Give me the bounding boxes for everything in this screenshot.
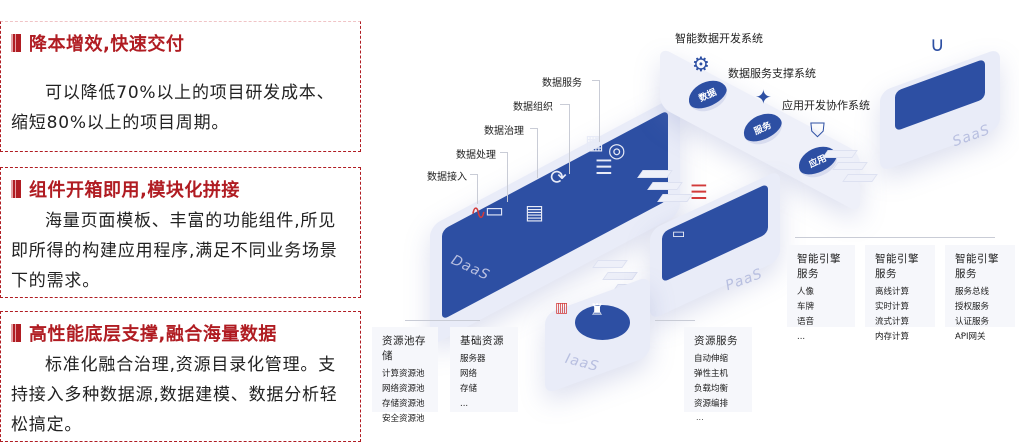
fingerprint-icon: ◎ [608,138,626,162]
leader-line [592,80,600,142]
leader-line [500,152,508,202]
magnet-icon: ∪ [930,32,945,56]
paas-engine-box-2: 智能引擎服务 离线计算 实时计算 流式计算 内存计算 [865,245,935,342]
id-card-icon: ☰ [690,180,708,204]
box-title: 资源服务 [694,335,738,347]
feature-card-performance: 高性能底层支撑,融合海量数据 标准化融合治理,资源目录化管理。支持接入多种数据源… [0,311,361,442]
box-item: API网关 [955,332,986,342]
gear-chart-icon: ⚙ [692,52,710,76]
leader-line [655,320,695,328]
feature-card-title-text: 高性能底层支撑,融合海量数据 [29,324,277,345]
box-item: 流式计算 [875,317,910,327]
iaas-resource-service-box: 资源服务 自动伸缩 弹性主机 负载均衡 资源编排 [684,327,752,412]
server-rack-icon: ▥ [555,300,569,316]
iaas-base-resource-box: 基础资源 服务器 网络 存储 ... [450,327,518,412]
leader-line [530,128,538,178]
box-item: 实时计算 [875,302,910,312]
bird-icon: ✦ [755,85,772,109]
title-bar-icon [11,180,21,198]
more-ellipsis: ... [383,413,391,422]
paas-platform: ☰ ▭ PaaS [650,169,790,321]
feature-card-title: 降本增效,快速交付 [11,30,184,56]
box-item: 网络资源池 [382,384,425,394]
sync-icon: ⟳ [550,165,567,189]
label-data-service-support: 数据服务支撑系统 [728,67,816,80]
feature-card-components: 组件开箱即用,模块化拼接 海量页面模板、丰富的功能组件,所见即所得的构建应用程序… [0,167,361,298]
box-title: 智能引擎服务 [875,253,919,280]
title-bar-icon [11,34,21,52]
box-item: 计算资源池 [382,369,425,379]
box-item: 语音 [797,317,815,327]
title-bar-icon [11,324,21,342]
leader-line [795,237,995,247]
paas-engine-box-3: 智能引擎服务 服务总线 授权服务 认证服务 API网关 [945,245,1015,342]
box-title: 智能引擎服务 [797,253,841,280]
box-item: ... [797,332,806,342]
box-item: 存储 [460,384,478,394]
feature-card-body: 标准化融合治理,资源目录化管理。支持接入多种数据源,数据建模、数据分析轻松搞定。 [11,355,338,435]
checklist-icon: ▤ [525,200,544,224]
feature-card-title: 高性能底层支撑,融合海量数据 [11,320,277,346]
box-item: 离线计算 [875,287,910,297]
robot-icon: ♜ [590,300,605,319]
box-item: 负载均衡 [694,384,729,394]
box-item: 自动伸缩 [694,354,729,364]
label-intelligent-data-dev: 智能数据开发系统 [675,32,763,45]
paas-engine-box-1: 智能引擎服务 人像 车牌 语音 ... [787,245,855,342]
feature-card-title-text: 降本增效,快速交付 [29,34,185,55]
iaas-resource-pool-box: 资源池存储 计算资源池 网络资源池 存储资源池 安全资源池 [372,327,438,424]
box-item: 资源编排 [694,399,729,409]
feature-card-title-text: 组件开箱即用,模块化拼接 [29,180,240,201]
box-item: 人像 [797,287,815,297]
box-item: 认证服务 [955,317,990,327]
box-item: 内存计算 [875,332,910,342]
box-item: 弹性主机 [694,369,729,379]
box-item: ... [460,399,469,409]
box-item: 服务器 [460,354,486,364]
label-data-service: 数据服务 [542,78,582,89]
label-data-processing: 数据处理 [456,150,496,161]
label-data-ingest: 数据接入 [427,172,467,183]
box-item: 服务总线 [955,287,990,297]
architecture-diagram: DaaS ∿ ▭ ▤ ⟳ ☰ ▦ ◎ 数据服务 数据组织 数据治理 数据处理 数… [370,0,1019,448]
box-item: 存储资源池 [382,399,425,409]
box-item: 网络 [460,369,478,379]
feature-card-body: 海量页面模板、丰富的功能组件,所见即所得的构建应用程序,满足不同业务场景下的需求… [11,211,338,291]
box-title: 智能引擎服务 [955,253,999,280]
feature-card-body: 可以降低70%以上的项目研发成本、缩短80%以上的项目周期。 [11,83,335,133]
laptop-icon: ▭ [485,198,504,222]
leader-line [560,104,570,174]
more-ellipsis: ... [696,413,704,422]
box-item: 授权服务 [955,302,990,312]
label-data-governance: 数据治理 [484,126,524,137]
more-ellipsis: ... [875,328,883,337]
shield-icon: ⛉ [810,118,825,142]
box-title: 基础资源 [460,335,504,347]
label-app-dev-collab: 应用开发协作系统 [782,99,870,112]
label-data-organize: 数据组织 [513,102,553,113]
leader-line [405,320,480,328]
server-stack-icon: ☰ [595,155,613,179]
feature-card-title: 组件开箱即用,模块化拼接 [11,176,240,202]
iaas-platform: ▥ ♜ IaaS [545,260,655,395]
box-item: 安全资源池 [382,414,425,424]
more-ellipsis: ... [955,328,963,337]
data-ingest-icon: ∿ [470,200,487,224]
box-title: 资源池存储 [382,335,426,362]
saas-platform: ∪ SaaS [860,30,1019,172]
box-item: 车牌 [797,302,815,312]
car-icon: ▭ [672,226,686,242]
leader-line [470,174,478,204]
daas-platform: DaaS ∿ ▭ ▤ ⟳ ☰ ▦ ◎ [430,93,690,347]
feature-card-cost: 降本增效,快速交付 可以降低70%以上的项目研发成本、缩短80%以上的项目周期。 [0,21,361,152]
